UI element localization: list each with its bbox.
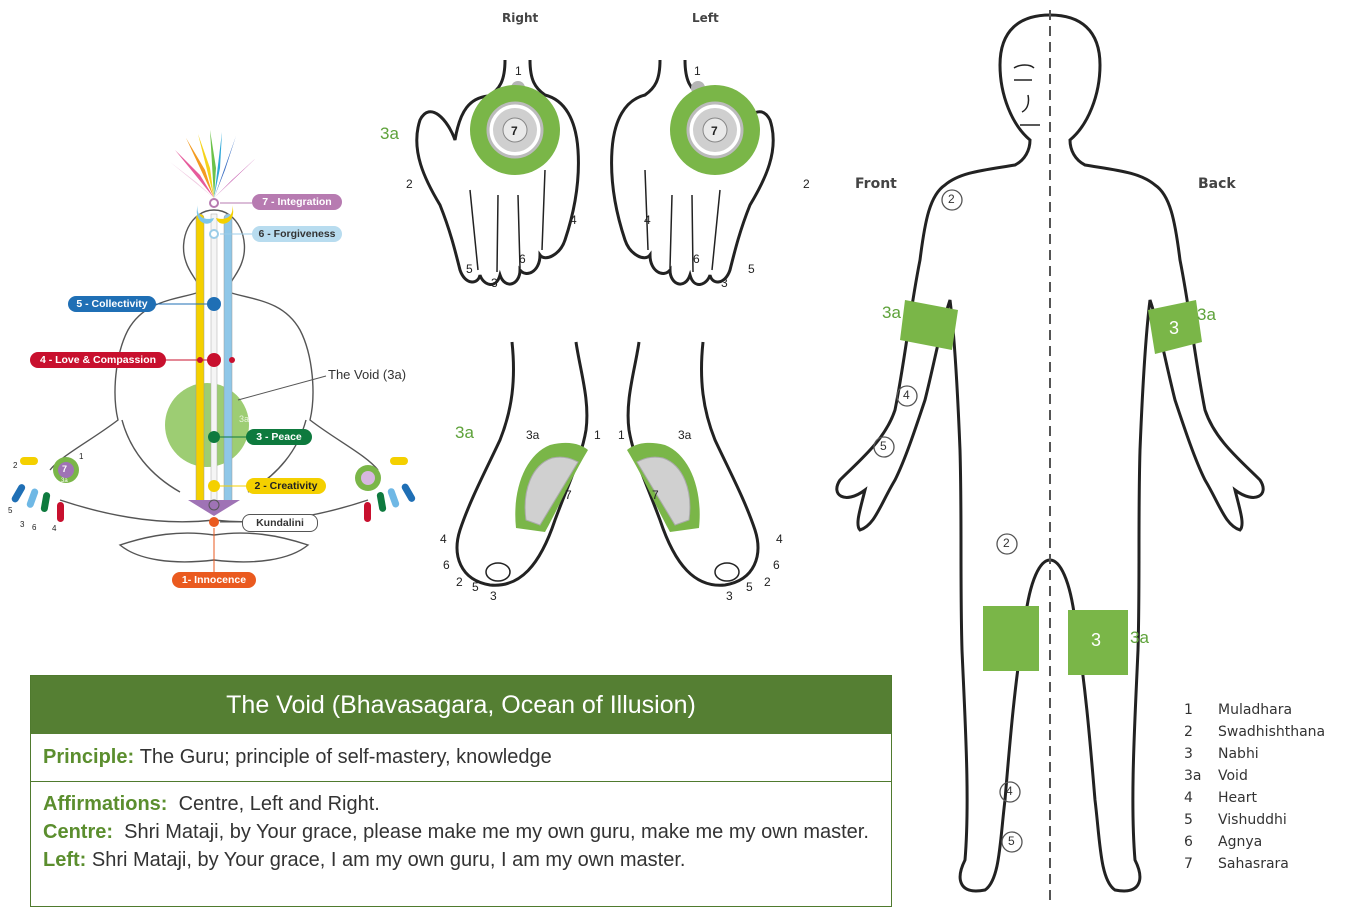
integration-label: 7 - Integration xyxy=(252,194,342,210)
lh-n6: 6 xyxy=(693,252,700,266)
lf-3a: 3a xyxy=(678,428,691,442)
rf-n4: 4 xyxy=(440,532,447,546)
lf-n1: 1 xyxy=(618,428,625,442)
peace-label: 3 - Peace xyxy=(246,429,312,445)
arm-band-front xyxy=(900,300,958,350)
left-text: Shri Mataji, by Your grace, I am my own … xyxy=(92,849,686,871)
leg-back-3a: 3a xyxy=(1130,628,1149,648)
lh-n5: 5 xyxy=(748,262,755,276)
front-label: Front xyxy=(855,176,897,192)
lf-n4: 4 xyxy=(776,532,783,546)
centre-text: Shri Mataji, by Your grace, please make … xyxy=(124,821,869,843)
creativity-label: 2 - Creativity xyxy=(246,478,326,494)
lh-n7: 7 xyxy=(711,124,718,138)
hand-3a-label: 3a xyxy=(380,124,399,144)
principle-label: Principle: xyxy=(43,746,134,769)
hand-num-5: 5 xyxy=(8,506,12,515)
rh-n5: 5 xyxy=(466,262,473,276)
body-circle-4-arm: 4 xyxy=(903,388,910,402)
left-hand-header: Left xyxy=(692,11,719,25)
hand-num-3a: 3a xyxy=(61,478,68,484)
hands-diagram xyxy=(390,40,830,340)
love-label: 4 - Love & Compassion xyxy=(30,352,166,368)
lf-n7: 7 xyxy=(652,488,659,502)
forgiveness-label: 6 - Forgiveness xyxy=(252,226,342,242)
rh-n4: 4 xyxy=(570,213,577,227)
affirmations-block: Affirmations: Centre, Left and Right. Ce… xyxy=(31,782,891,874)
lf-n5: 5 xyxy=(746,580,753,594)
hand-num-4: 4 xyxy=(52,524,56,533)
rh-n1: 1 xyxy=(515,64,522,78)
body-circle-5-arm: 5 xyxy=(880,439,887,453)
void-box-title: The Void (Bhavasagara, Ocean of Illusion… xyxy=(31,676,891,734)
hand-num-1: 1 xyxy=(79,452,83,461)
lotus-icon xyxy=(170,130,256,198)
left-label: Left: xyxy=(43,849,86,871)
innocence-label: 1- Innocence xyxy=(172,572,256,588)
hand-num-3: 3 xyxy=(20,520,24,529)
leg-back-3: 3 xyxy=(1091,630,1101,651)
foot-3a-big-label: 3a xyxy=(455,423,474,443)
lf-n2: 2 xyxy=(764,575,771,589)
rh-n7: 7 xyxy=(511,124,518,138)
lf-n6: 6 xyxy=(773,558,780,572)
rf-3a: 3a xyxy=(526,428,539,442)
rh-n2: 2 xyxy=(406,177,413,191)
back-label: Back xyxy=(1198,176,1236,192)
rf-n7: 7 xyxy=(565,488,572,502)
void-sphere xyxy=(165,383,249,467)
right-hand-header: Right xyxy=(502,11,538,25)
void-sphere-label: 3a xyxy=(239,414,249,424)
lh-n4: 4 xyxy=(644,213,651,227)
principle-text: The Guru; principle of self-mastery, kno… xyxy=(140,746,552,769)
principle-row: Principle: The Guru; principle of self-m… xyxy=(31,734,891,782)
leg-band-front xyxy=(983,606,1039,671)
body-circle-4-leg: 4 xyxy=(1006,784,1013,798)
centre-label: Centre: xyxy=(43,821,113,843)
lh-n3: 3 xyxy=(721,276,728,290)
void-pointer-label: The Void (3a) xyxy=(328,367,406,382)
rh-n3: 3 xyxy=(491,276,498,290)
body-circle-5-leg: 5 xyxy=(1008,834,1015,848)
rh-n6: 6 xyxy=(519,252,526,266)
lh-n1: 1 xyxy=(694,64,701,78)
lf-n3: 3 xyxy=(726,589,733,603)
hand-num-7: 7 xyxy=(62,464,67,474)
affirmations-text: Centre, Left and Right. xyxy=(179,793,380,815)
collectivity-label: 5 - Collectivity xyxy=(68,296,156,312)
lh-n2: 2 xyxy=(803,177,810,191)
hand-num-6: 6 xyxy=(32,523,36,532)
rf-n6: 6 xyxy=(443,558,450,572)
arm-front-3a: 3a xyxy=(882,303,901,323)
arm-back-3: 3 xyxy=(1169,318,1179,339)
rf-n3: 3 xyxy=(490,589,497,603)
rf-n2: 2 xyxy=(456,575,463,589)
rf-n5: 5 xyxy=(472,580,479,594)
hand-num-2: 2 xyxy=(13,461,17,470)
feet-diagram xyxy=(430,335,810,605)
void-info-box: The Void (Bhavasagara, Ocean of Illusion… xyxy=(30,675,892,907)
body-circle-2-leg: 2 xyxy=(1003,536,1010,550)
affirmations-label: Affirmations: xyxy=(43,793,167,815)
arm-back-3a: 3a xyxy=(1197,305,1216,325)
kundalini-label: Kundalini xyxy=(242,514,318,532)
rf-n1: 1 xyxy=(594,428,601,442)
body-circle-2-upper: 2 xyxy=(948,192,955,206)
